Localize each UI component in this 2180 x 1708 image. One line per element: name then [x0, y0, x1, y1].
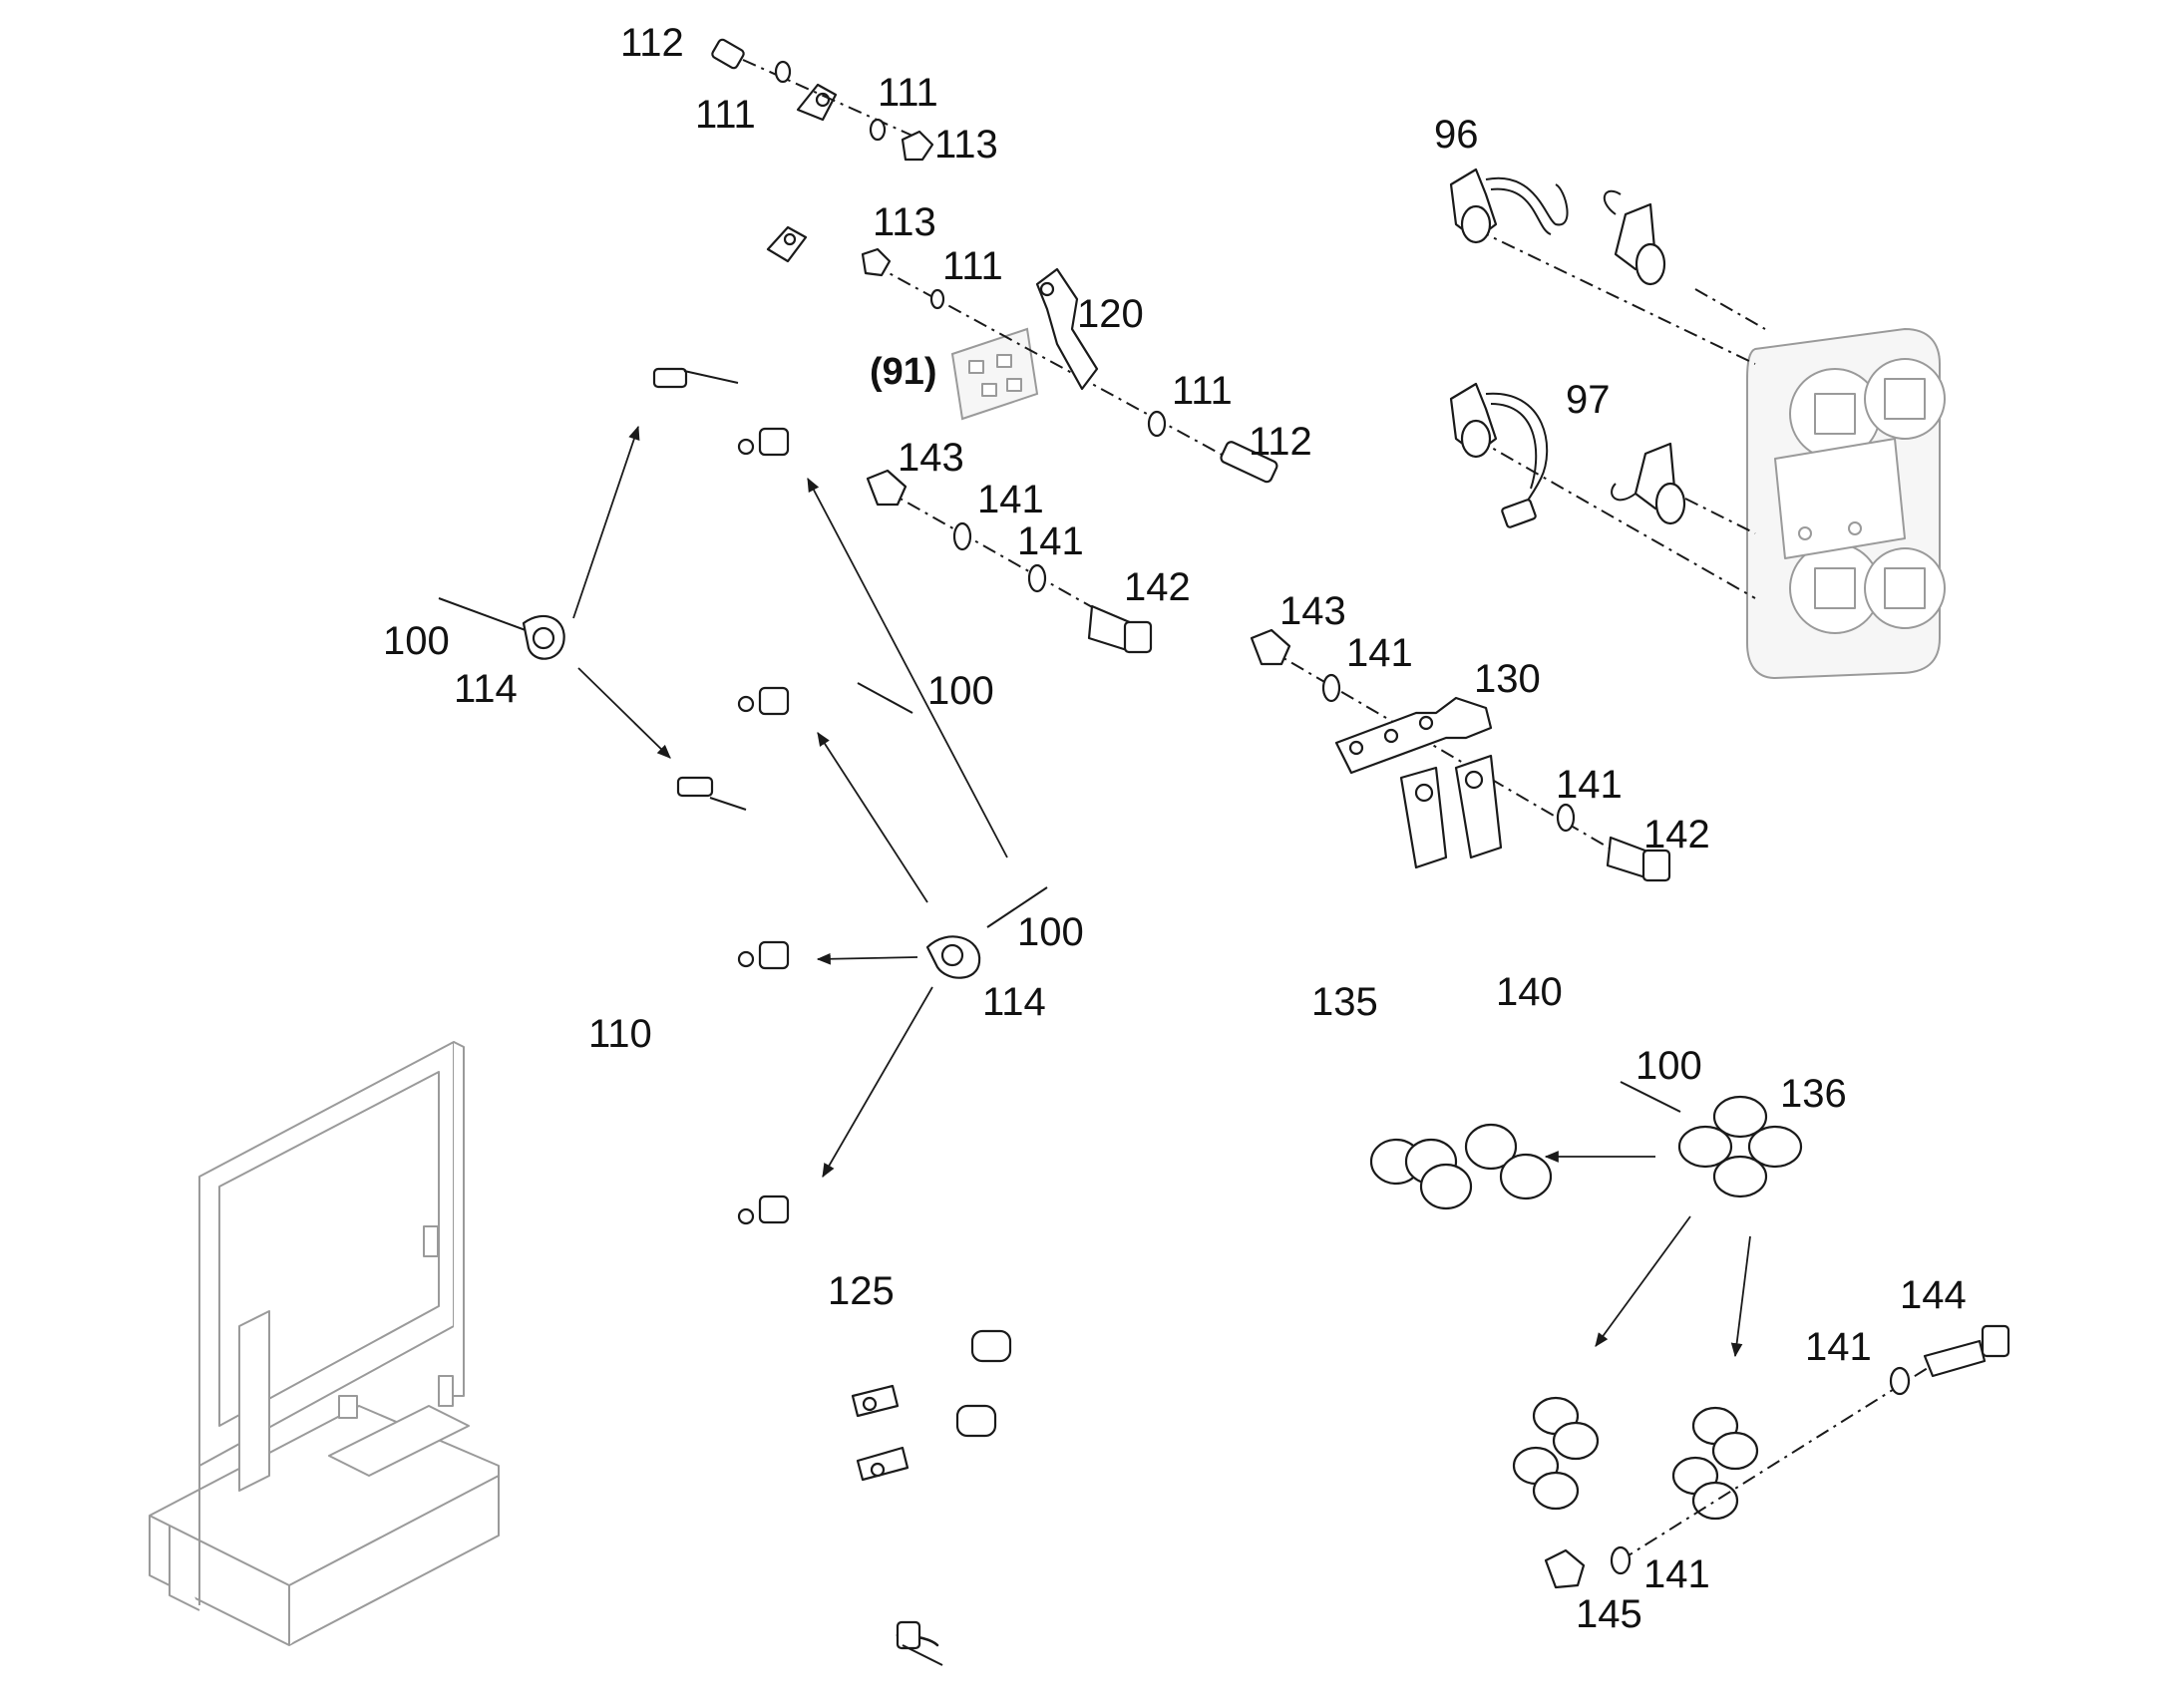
callout-125: 125: [828, 1269, 895, 1313]
bracket-130-group: [1250, 628, 1671, 882]
callout-141-lower: 141: [1346, 631, 1413, 675]
cable-110: [652, 83, 943, 1666]
callout-141-bottom-right: 141: [1805, 1325, 1872, 1369]
callout-144: 144: [1900, 1273, 1967, 1317]
callout-141-upper-b: 141: [1017, 519, 1084, 563]
clamp-136-group: [1544, 1081, 1803, 1358]
callout-97: 97: [1566, 378, 1611, 422]
bottom-hardware: [1544, 1324, 2010, 1589]
callout-130: 130: [1474, 657, 1541, 701]
callout-111-bracket: 111: [942, 244, 1003, 288]
callout-110: 110: [588, 1012, 652, 1056]
sensor-96: [1449, 168, 1766, 365]
callout-113-bracket: 113: [873, 200, 936, 244]
callout-136: 136: [1780, 1072, 1847, 1116]
hardware-143-142-upper: [866, 469, 1153, 654]
callout-142-right: 142: [1643, 813, 1710, 856]
callout-145: 145: [1576, 1592, 1642, 1636]
cables-135-140: [1369, 754, 2000, 1608]
callout-labels: 112 111 111 113 113 111 120 (91) 111 112…: [383, 21, 1967, 1636]
callout-120: 120: [1077, 292, 1144, 336]
callout-96: 96: [1434, 113, 1479, 157]
callout-111-top-right: 111: [878, 71, 938, 115]
callout-100-middle: 100: [927, 669, 994, 713]
cable-125: [737, 225, 1128, 1564]
connector-panel: [1746, 327, 1946, 680]
stud-100-middle: [857, 682, 913, 714]
callout-141-upper-a: 141: [977, 478, 1044, 521]
callout-143-lower: 143: [1279, 589, 1346, 633]
callout-141-right: 141: [1556, 763, 1623, 807]
callout-140: 140: [1496, 970, 1563, 1014]
callout-114-left: 114: [454, 667, 518, 711]
bracket-91-group: [861, 247, 1278, 484]
sensor-97: [1449, 382, 1756, 599]
callout-142-upper: 142: [1124, 565, 1191, 609]
callout-100-left: 100: [383, 619, 450, 663]
callout-111-bracket-right: 111: [1172, 369, 1233, 413]
callout-112-bracket: 112: [1249, 420, 1312, 464]
callout-112-top: 112: [620, 21, 684, 65]
cabinet-frame: [149, 1041, 500, 1646]
clamp-114-left: [438, 425, 671, 759]
callout-143-upper: 143: [898, 436, 964, 480]
callout-114-center: 114: [982, 980, 1046, 1024]
callout-135: 135: [1311, 980, 1378, 1024]
top-hardware: [711, 38, 934, 162]
clamp-114-center: [807, 477, 1048, 1179]
callout-113-top: 113: [934, 123, 998, 167]
callout-141-bottom: 141: [1643, 1552, 1710, 1596]
callout-91: (91): [870, 351, 937, 393]
callout-100-center: 100: [1017, 910, 1084, 954]
callout-111-top-left: 111: [695, 93, 756, 137]
callout-100-right: 100: [1635, 1044, 1702, 1088]
